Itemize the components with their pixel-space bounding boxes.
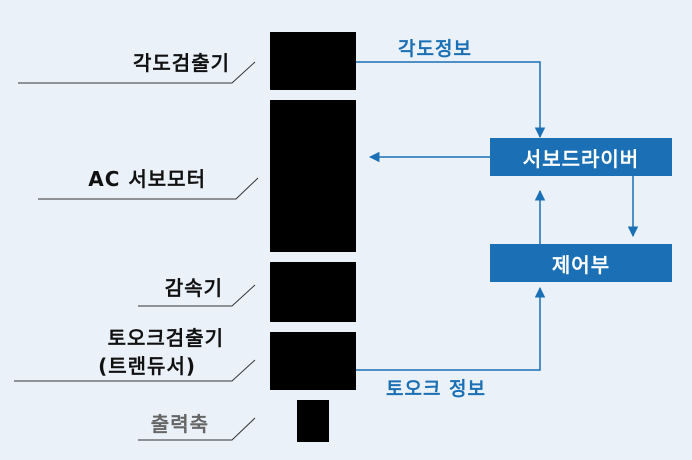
leader-torque-detector [14,359,256,382]
signal-torque-info: 토오크 정보 [386,378,487,400]
reducer-block [270,262,356,322]
servo-driver-box: 서보드라이버 [490,138,672,176]
label-ac-servo-motor: AC 서보모터 [88,167,206,191]
label-reducer: 감속기 [164,276,223,300]
leader-ac-servo-motor [38,177,259,200]
torque-detector-block [270,332,356,390]
torque-info-line [356,286,546,371]
angle-info-line [356,61,546,139]
leader-output-shaft [138,417,256,441]
leader-reducer [138,284,256,307]
label-torque-detector-line2: (트랜듀서) [98,354,196,378]
leader-angle-detector [18,61,256,84]
label-angle-detector: 각도검출기 [133,51,230,75]
signal-angle-info: 각도정보 [398,38,472,60]
output-shaft-block [297,400,329,442]
angle-detector-block [270,32,356,90]
ac-servo-motor-block [270,100,356,252]
controller-box: 제어부 [490,244,672,282]
label-output-shaft: 출력축 [150,412,209,436]
label-torque-detector-line1: 토오크검출기 [107,326,224,350]
